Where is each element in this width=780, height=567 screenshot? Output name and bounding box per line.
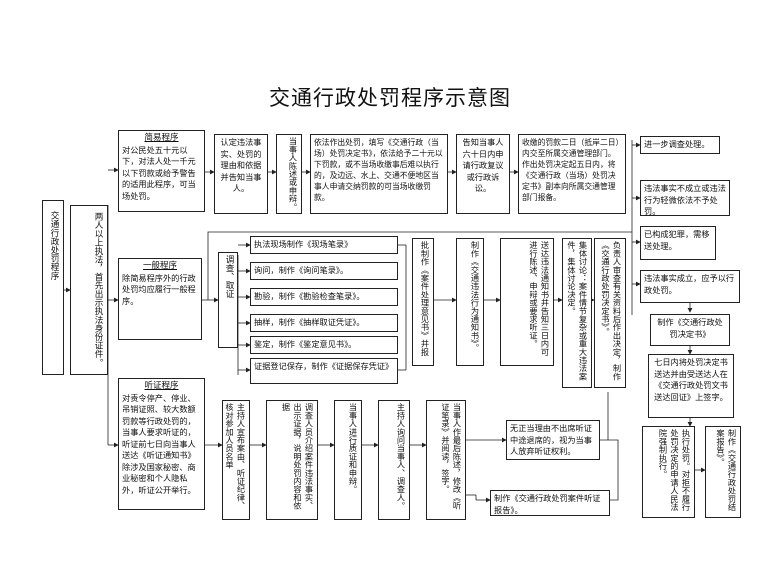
evidence-item-inspection: 勘验，制作《勘验检查笔录》。: [250, 288, 398, 306]
start-box: 两人以上执法，首先出示执法身份证件。: [70, 205, 108, 375]
hearing-report-box: 制作《交通行政处罚案件听证报告》。: [490, 490, 610, 516]
result-delivery: 七日内将处罚决定书送达并由受送达人在《交通行政处罚文书送达回证》上签字。: [648, 354, 734, 418]
general-program-body: 除简易程序外的行政处罚均应履行一般程序。: [122, 272, 196, 306]
result-further-investigation: 进一步调查处理。: [640, 136, 720, 154]
simple-step-decision: 依法作出处罚，填写《交通行政（当场）处罚决定书》，依法给予二十元以下罚款，或不当…: [310, 134, 448, 214]
notice-box: 制作《交通违法行为通知书》。: [456, 238, 484, 366]
simple-step-defense: 当事人陈述或申辩。: [276, 134, 302, 214]
approve-box: 批制作《案件处理意见书》并报: [412, 238, 434, 366]
evidence-item-preserve: 证据登记保存，制作《证据保存凭证》: [250, 358, 398, 384]
hearing-program-title: 听证程序: [144, 381, 179, 391]
result-criminal-transfer: 已构成犯罪，需移送处理。: [640, 226, 716, 260]
hearing-step-crossexam: 当事人进行质证和申辩。: [334, 400, 362, 520]
evidence-item-appraisal: 鉴定，制作《鉴定意见书》。: [250, 336, 398, 354]
general-program-title: 一般程序: [142, 261, 177, 271]
hearing-step-announce: 主持人宣布案由、听证纪律、核对参加人员名单: [222, 400, 250, 520]
simple-step-appeal: 告知当事人六十日内申请行政复议或行政诉讼。: [456, 134, 510, 214]
simple-step-remit: 收缴的罚款二日（抵岸二日）内交至所属交通管理部门。作出处罚决定起五日内，将《交通…: [518, 134, 626, 214]
root-box: 交通行政处罚程序: [42, 200, 64, 375]
result-no-penalty: 违法事实不成立或违法行为轻微依法不予处罚。: [640, 180, 730, 216]
result-decision-doc: 制作《交通行政处罚决定书》: [650, 314, 730, 346]
evidence-item-sampling: 抽样，制作《抽样取证凭证》。: [250, 314, 398, 332]
hearing-absent-box: 无正当理由不出席听证中途退席的，视为当事人放弃听证权利。: [506, 420, 600, 460]
hearing-step-inquiry: 主持人询问当事人、调查人。: [378, 400, 410, 520]
collective-box: 集体讨论：案件情节复杂或重大违法案件，集体讨论决定。: [562, 238, 592, 388]
evidence-item-scene: 执法现场制作《现场笔录》: [250, 236, 398, 254]
investigate-box: 调查、取证: [218, 252, 238, 348]
simple-program-body: 对公民处五十元以下，对法人处一千元以下罚款或给予警告的适用此程序，可当场处罚。: [122, 144, 196, 201]
hearing-step-final: 当事人作最后陈述，修改《听证笔录》并阅读，签字。: [426, 400, 466, 520]
hearing-step-present: 调查人员介绍案件违法事实、出示证据，说明处罚内容和依据: [266, 400, 318, 520]
general-program-box: 一般程序 除简易程序外的行政处罚均应履行一般程序。: [118, 258, 202, 340]
hearing-program-box: 听证程序 对责令停产、停业、吊销证照、较大数额罚款等行政处罚的，当事人要求听证的…: [118, 378, 205, 510]
result-case-closure: 制作《交通行政处罚结案报告》。: [705, 426, 741, 518]
notice-deliver-box: 送达违法通知书并告知三日内可进行陈述、申辩或要求听证。: [500, 238, 554, 366]
page-title: 交通行政处罚程序示意图: [269, 86, 511, 110]
decide-box: 负责人审查有关资料后作出决定，制作《交通行政处罚决定书》。: [594, 238, 626, 388]
simple-step-facts: 认定违法事实、处罚的理由和依据并告知当事人。: [214, 134, 268, 214]
hearing-program-body: 对责令停产、停业、吊销证照、较大数额罚款等行政处罚的，当事人要求听证的，听证前七…: [122, 392, 196, 495]
simple-program-box: 简易程序 对公民处五十元以下，对法人处一千元以下罚款或给予警告的适用此程序，可当…: [118, 130, 205, 212]
result-enforcement: 执行处罚。对拒不履行处罚决定的申请人民法院强制执行。: [642, 426, 695, 518]
simple-program-title: 简易程序: [144, 133, 179, 143]
evidence-item-inquiry: 询问，制作《询问笔录》。: [250, 262, 398, 280]
result-penalty: 违法事实成立，应予以行政处罚。: [640, 270, 740, 303]
